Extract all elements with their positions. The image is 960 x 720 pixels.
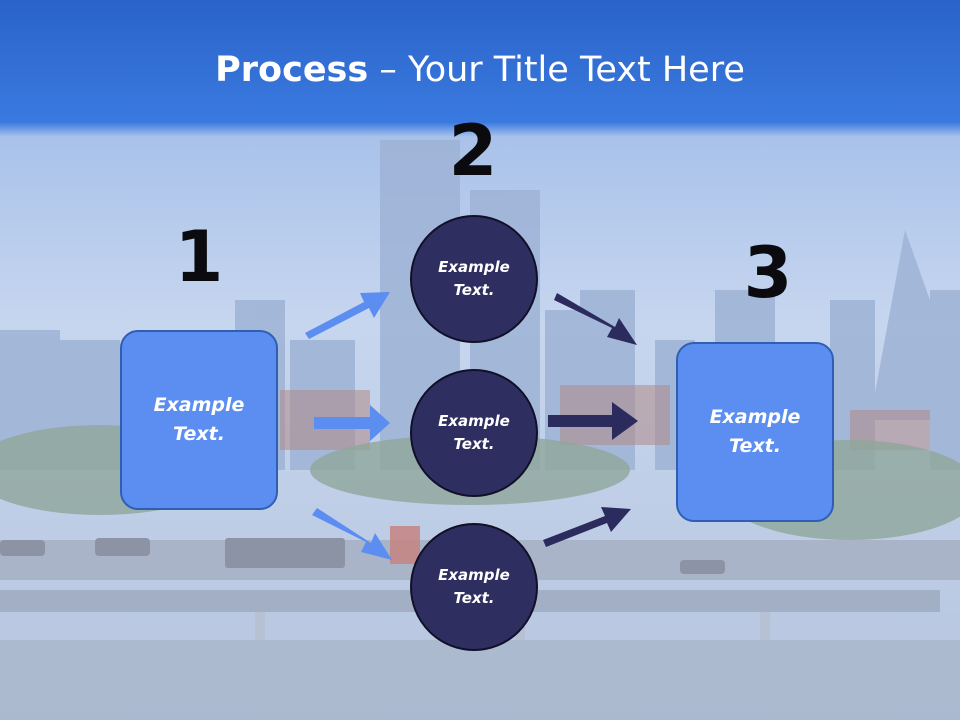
step-number-3: 3 (743, 232, 793, 314)
step-1-box-label: Example Text. (153, 394, 245, 445)
arrow-middle-to-right (548, 402, 638, 440)
step-number-2: 2 (448, 110, 498, 192)
arrow-bottom-to-right (543, 507, 631, 547)
step-2-circle-bottom: Example Text. (410, 523, 538, 651)
circle-middle-label: Example Text. (438, 412, 510, 453)
step-number-1: 1 (174, 216, 224, 298)
step-2-circle-top: Example Text. (410, 215, 538, 343)
arrow-left-to-middle (314, 405, 390, 441)
arrow-left-to-bottom (312, 508, 392, 560)
step-2-circle-middle: Example Text. (410, 369, 538, 497)
arrow-left-to-top (305, 292, 390, 339)
step-3-box-label: Example Text. (709, 406, 801, 457)
title-rest: – Your Title Text Here (368, 50, 745, 90)
circle-bottom-label: Example Text. (438, 566, 510, 607)
title-bold: Process (215, 50, 369, 90)
slide-title: Process – Your Title Text Here (0, 50, 960, 90)
step-1-box: Example Text. (120, 330, 278, 510)
step-3-box: Example Text. (676, 342, 834, 522)
arrow-top-to-right (554, 293, 637, 345)
circle-top-label: Example Text. (438, 258, 510, 299)
